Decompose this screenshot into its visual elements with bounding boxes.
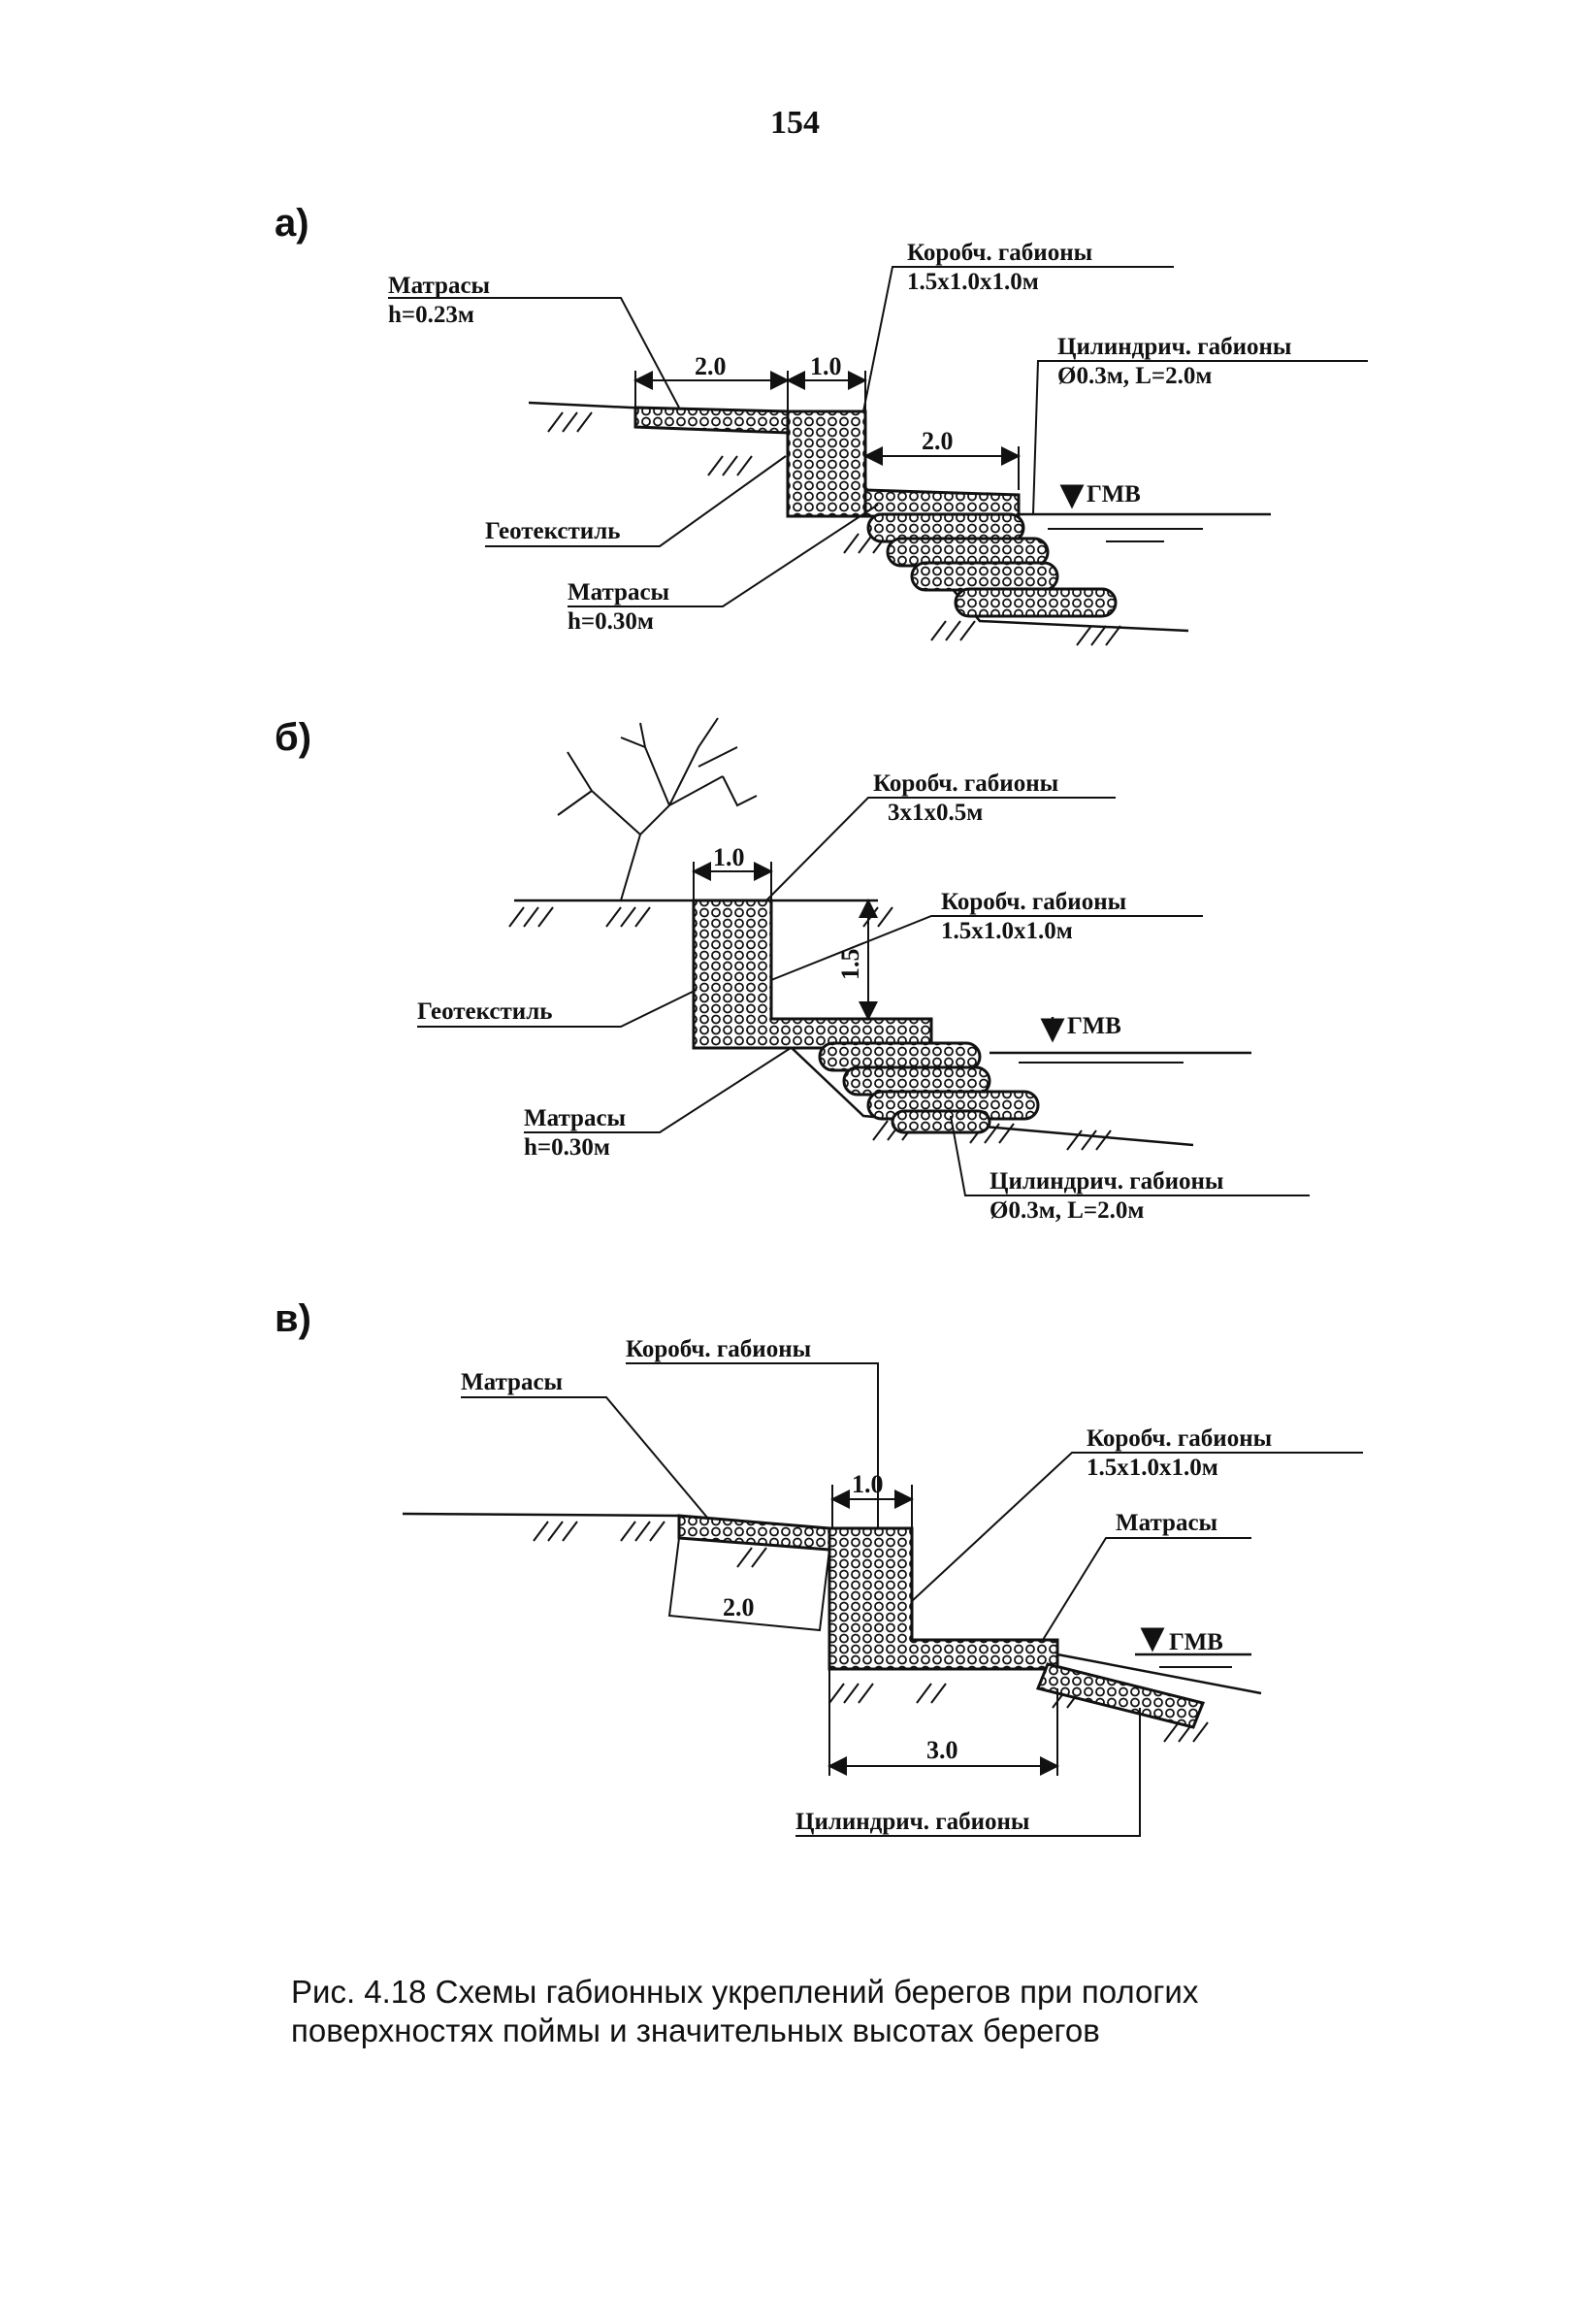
mattress-height: h=0.30м: [524, 1134, 610, 1161]
box-gabion: [827, 1526, 1059, 1671]
mattress-bottom-label: Матрасы: [568, 579, 669, 606]
dim-2-0: 2.0: [723, 1593, 755, 1621]
caption-line-2: поверхностях поймы и значительных высота…: [291, 2013, 1100, 2048]
mattress-top-label: Матрасы: [461, 1369, 563, 1395]
dim-1-0: 1.0: [810, 352, 842, 380]
geotextile-label: Геотекстиль: [485, 518, 620, 544]
box-gabion-1-size: 3x1x0.5м: [888, 800, 983, 826]
box-gabion: [786, 409, 867, 518]
dim-3-0: 3.0: [926, 1736, 958, 1764]
mattress-top: [633, 406, 790, 435]
dim-1-0: 1.0: [713, 843, 745, 871]
riverbed-line: [770, 1028, 1194, 1147]
cylindrical-gabion-label: Цилиндрич. габионы: [795, 1809, 1029, 1835]
tree-icon: [557, 717, 758, 901]
mattress-bottom: [863, 488, 1021, 518]
water-label: ГМВ: [1067, 1013, 1121, 1039]
cylindrical-gabion-size: Ø0.3м, L=2.0м: [1057, 363, 1212, 389]
page-number: 154: [770, 105, 820, 141]
panel-c-scheme: 1.0 2.0 3.0 ГМВ Коробч. габионы Матрасы …: [402, 1336, 1363, 1837]
cylindrical-gabion-label: Цилиндрич. габионы: [990, 1168, 1223, 1195]
mattress-bottom-height: h=0.30м: [568, 608, 654, 635]
box-gabion-2-size: 1.5x1.0x1.0м: [941, 918, 1073, 944]
dim-2-0: 2.0: [695, 352, 727, 380]
mattress-right-label: Матрасы: [1116, 1510, 1217, 1536]
cylindrical-gabion: [1035, 1662, 1206, 1729]
geotextile-label: Геотекстиль: [417, 998, 552, 1025]
water-label: ГМВ: [1169, 1629, 1223, 1655]
mattress-top-label: Матрасы: [388, 273, 490, 299]
dim-2-0-right: 2.0: [922, 427, 954, 455]
panel-a-letter: а): [275, 202, 309, 245]
box-gabion-2-label: Коробч. габионы: [941, 889, 1126, 915]
panel-a-scheme: 2.0 1.0 2.0 ГМВ Матрасы h=0.23м Коробч. …: [388, 240, 1368, 646]
cylindrical-gabion-size: Ø0.3м, L=2.0м: [990, 1197, 1144, 1224]
cylindrical-gabion: [891, 1109, 991, 1134]
cylindrical-gabion: [910, 561, 1059, 592]
ground-line: [402, 1512, 680, 1518]
gabion-schemes-figure: 2.0 1.0 2.0 ГМВ Матрасы h=0.23м Коробч. …: [388, 240, 1368, 1837]
box-gabion-size: 1.5x1.0x1.0м: [907, 269, 1039, 295]
panel-b-letter: б): [275, 716, 312, 759]
panel-b-scheme: 1.0 1.5 ГМВ Коробч. габионы 3x1x0.5м Кор…: [417, 717, 1310, 1224]
box-gabion-2-label: Коробч. габионы: [1087, 1425, 1272, 1452]
ground-hatching: [508, 906, 1112, 1151]
caption-line-1: Рис. 4.18 Схемы габионных укреплений бер…: [291, 1974, 1199, 2010]
figure-caption: Рис. 4.18 Схемы габионных укреплений бер…: [291, 1973, 1426, 2050]
box-gabion-1-label: Коробч. габионы: [873, 770, 1058, 797]
mattress-top: [677, 1514, 831, 1552]
mattress-top-height: h=0.23м: [388, 302, 474, 328]
ground-hatching: [547, 411, 1121, 646]
cylindrical-gabion-label: Цилиндрич. габионы: [1057, 334, 1291, 360]
panel-c-letter: в): [275, 1297, 311, 1340]
box-gabion-2-size: 1.5x1.0x1.0м: [1087, 1455, 1218, 1481]
box-gabion: [692, 899, 933, 1050]
riverbed-line: [1056, 1653, 1262, 1695]
box-gabion-label: Коробч. габионы: [907, 240, 1092, 266]
mattress-label: Матрасы: [524, 1105, 626, 1131]
cylindrical-gabion: [954, 587, 1118, 618]
box-gabion-1-label: Коробч. габионы: [626, 1336, 811, 1362]
dim-1-5: 1.5: [836, 949, 864, 981]
water-label: ГМВ: [1087, 481, 1141, 507]
